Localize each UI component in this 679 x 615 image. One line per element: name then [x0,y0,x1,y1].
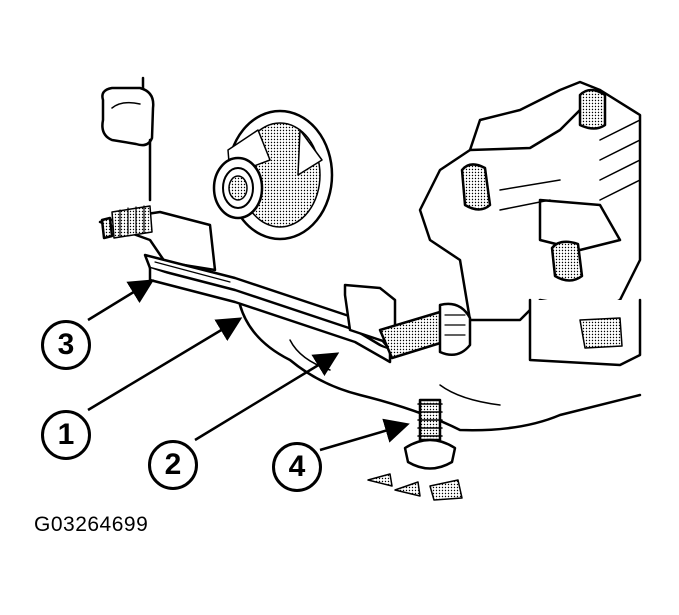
left-stud-bracket [98,205,217,272]
mount-bolt [378,302,472,360]
upper-mount-bushing [101,76,155,202]
bolt-4 [403,398,457,470]
pulley-hub [212,109,334,241]
callout-2: 2 [148,440,198,490]
install-direction-arrows [367,473,463,501]
leader-arrow-1 [87,317,243,412]
callout-1: 1 [41,410,91,460]
callout-3: 3 [41,320,91,370]
figure-id-label: G03264699 [34,513,149,536]
crossmember-bar [143,253,392,364]
leader-arrow-2 [194,352,340,442]
leader-arrow-3 [87,279,155,322]
callout-4: 4 [272,442,322,492]
leader-arrow-4 [319,418,410,452]
engine-mount-assembly [343,80,642,367]
